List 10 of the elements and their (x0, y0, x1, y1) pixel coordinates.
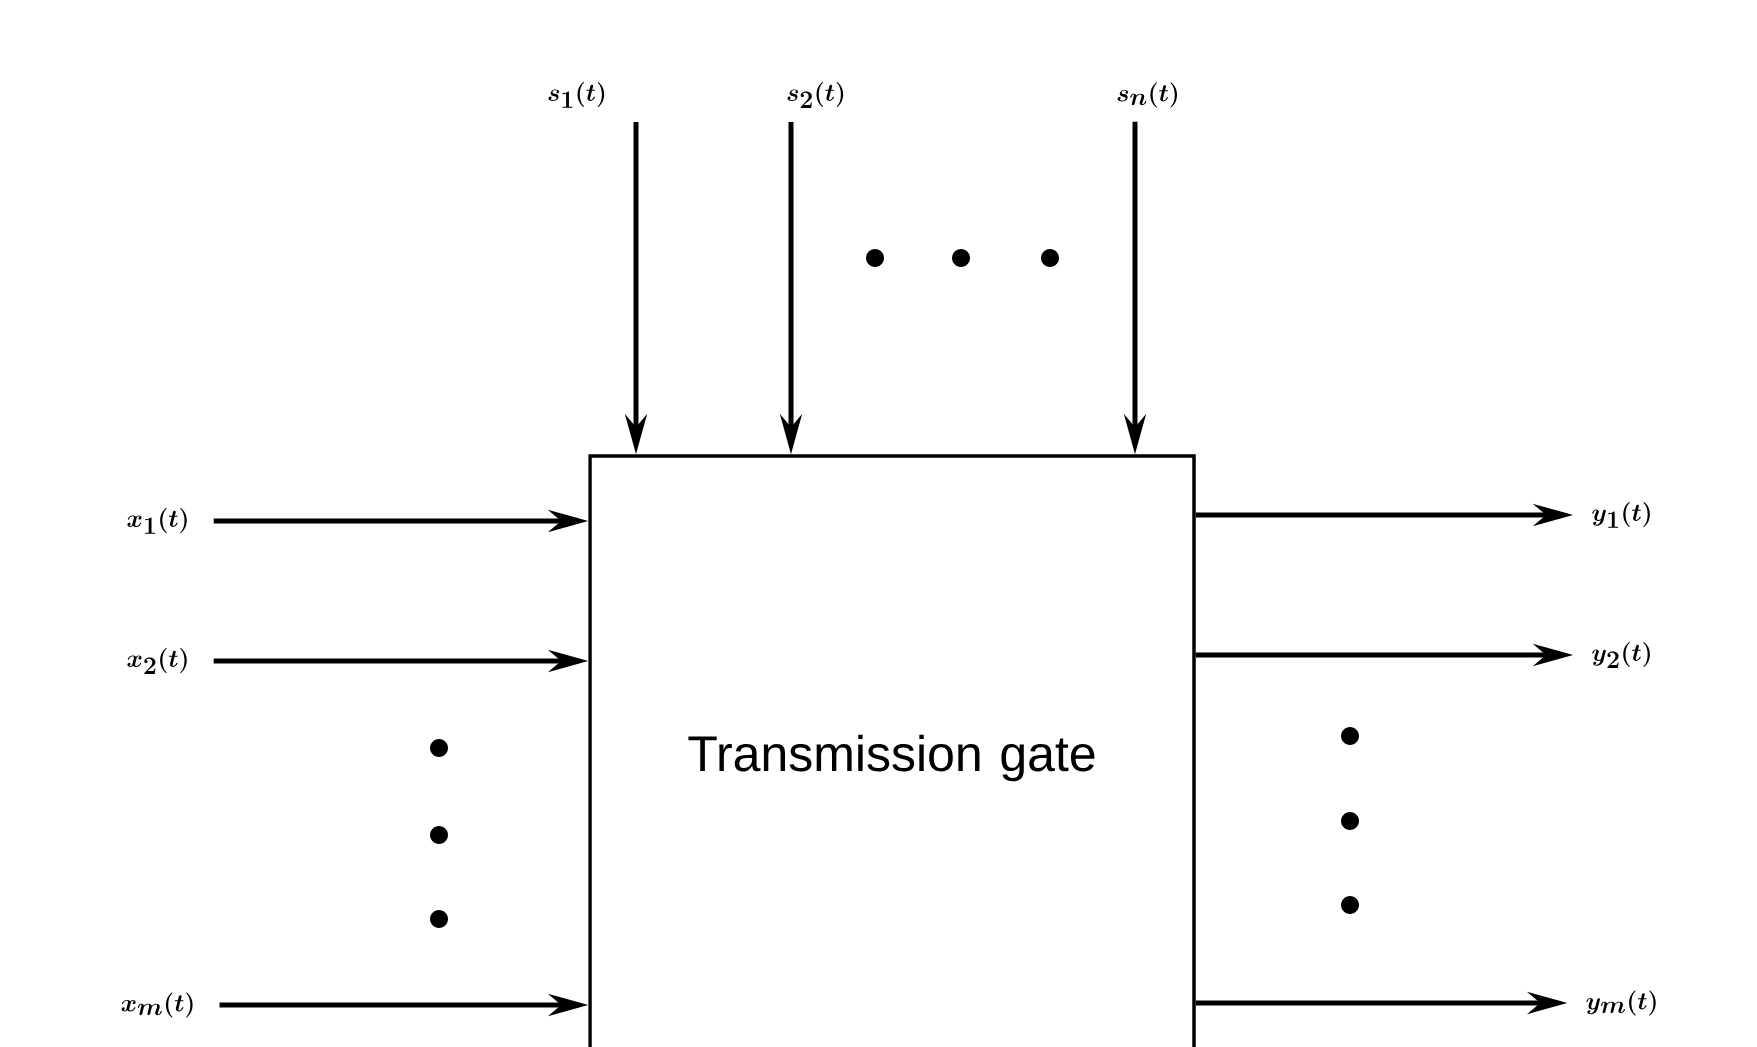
signal-label: $x_2(t)$ (127, 648, 187, 674)
signal-label: $y_2(t)$ (1592, 642, 1650, 668)
signal-label: $x_m(t)$ (121, 992, 193, 1018)
signal-label: $x_1(t)$ (127, 508, 187, 534)
gate-box: Transmission gate (588, 454, 1196, 1047)
signal-label: $s_n(t)$ (1117, 82, 1178, 108)
signal-label: $s_1(t)$ (548, 82, 605, 108)
signal-label: $y_m(t)$ (1586, 990, 1656, 1016)
signal-label: $s_2(t)$ (787, 82, 844, 108)
signal-label: $y_1(t)$ (1592, 502, 1650, 528)
